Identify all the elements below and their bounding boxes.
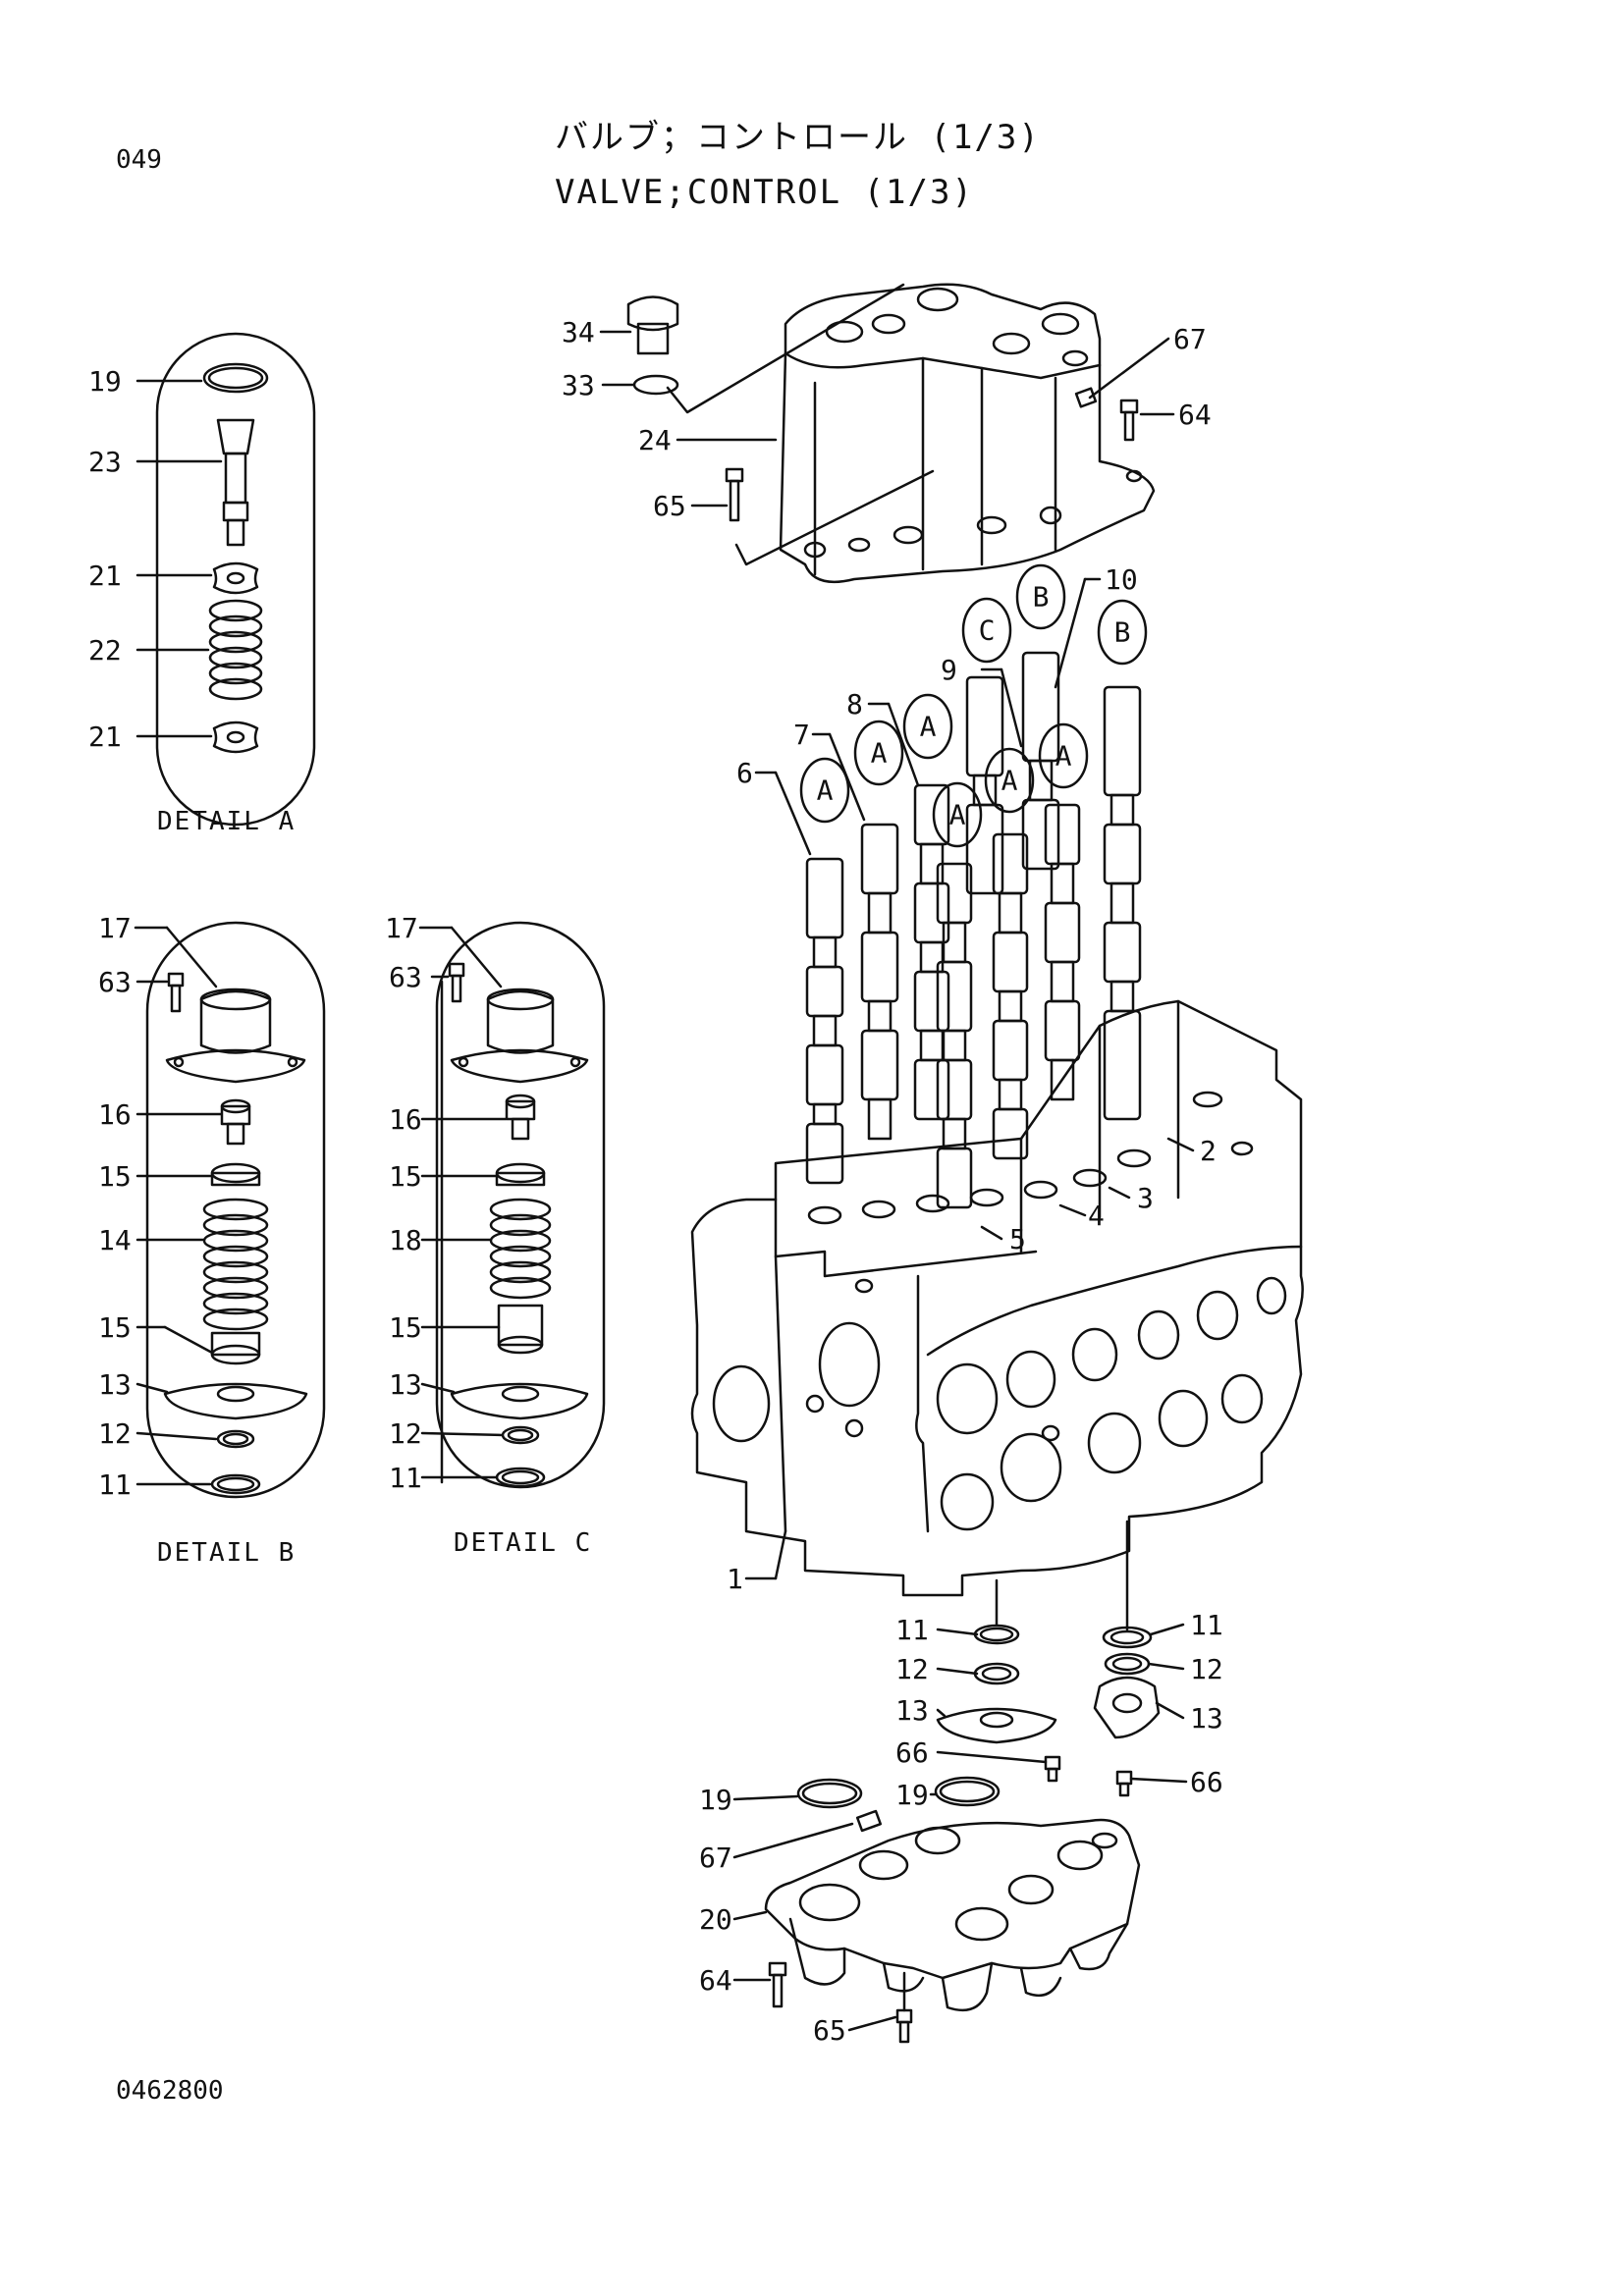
callout-8: 8 <box>846 688 863 721</box>
callout-17: 17 <box>98 912 132 944</box>
callout-21: 21 <box>88 721 122 753</box>
callout-21: 21 <box>88 560 122 592</box>
callout-4: 4 <box>1088 1200 1105 1232</box>
callout-12: 12 <box>895 1653 929 1685</box>
callout-2: 2 <box>1200 1135 1217 1167</box>
callout-64: 64 <box>699 1964 732 1997</box>
callout-24: 24 <box>638 424 672 456</box>
bubble-label: A <box>817 774 834 807</box>
callout-20: 20 <box>699 1903 732 1936</box>
callout-11: 11 <box>98 1468 132 1501</box>
callout-64: 64 <box>1178 399 1212 431</box>
callout-11: 11 <box>895 1614 929 1646</box>
callout-23: 23 <box>88 446 122 478</box>
callout-12: 12 <box>389 1417 422 1450</box>
bubble-label: A <box>1001 765 1018 797</box>
callout-12: 12 <box>98 1417 132 1450</box>
spool-assembly <box>754 577 1142 1209</box>
page-number: 049 <box>116 145 162 175</box>
detail-c <box>418 921 606 1489</box>
callout-15: 15 <box>98 1311 132 1344</box>
callout-15: 15 <box>389 1160 422 1193</box>
reference-bubbles <box>799 563 1148 848</box>
bubble-label: A <box>920 711 937 743</box>
upper-cover-assembly <box>599 283 1175 584</box>
callout-33: 33 <box>562 369 595 401</box>
callout-14: 14 <box>98 1224 132 1256</box>
callout-1: 1 <box>727 1563 743 1595</box>
title-english: VALVE;CONTROL (1/3) <box>555 173 974 212</box>
callout-19: 19 <box>88 365 122 398</box>
callout-22: 22 <box>88 634 122 667</box>
callout-12: 12 <box>1190 1653 1223 1685</box>
callout-17: 17 <box>385 912 418 944</box>
callout-10: 10 <box>1105 563 1138 596</box>
callout-65: 65 <box>813 2014 846 2047</box>
callout-13: 13 <box>98 1368 132 1401</box>
lower-parts <box>732 1520 1188 2044</box>
callout-11: 11 <box>1190 1609 1223 1641</box>
callout-66: 66 <box>895 1736 929 1769</box>
main-valve-body <box>690 999 1304 1597</box>
drawing-number: 0462800 <box>116 2076 224 2106</box>
callout-65: 65 <box>653 490 686 522</box>
detail-b <box>134 921 326 1499</box>
title-japanese: バルブ；コントロール (1/3) <box>555 118 1041 157</box>
callout-16: 16 <box>98 1098 132 1131</box>
callout-13: 13 <box>1190 1702 1223 1735</box>
callout-63: 63 <box>389 961 422 993</box>
callout-63: 63 <box>98 966 132 998</box>
callout-15: 15 <box>98 1160 132 1193</box>
callout-13: 13 <box>389 1368 422 1401</box>
callout-34: 34 <box>562 316 595 348</box>
callout-labels: 19 23 21 22 21 17 63 16 15 14 15 13 12 1… <box>88 316 1223 2047</box>
bubble-label: A <box>871 737 888 770</box>
callout-11: 11 <box>389 1462 422 1494</box>
detail-c-caption: DETAIL C <box>454 1528 592 1558</box>
callout-6: 6 <box>736 757 753 789</box>
callout-66: 66 <box>1190 1766 1223 1798</box>
callout-3: 3 <box>1137 1182 1154 1214</box>
callout-67: 67 <box>1173 323 1207 355</box>
callout-9: 9 <box>941 654 957 686</box>
callout-67: 67 <box>699 1842 732 1874</box>
callout-19: 19 <box>895 1779 929 1811</box>
callout-16: 16 <box>389 1103 422 1136</box>
detail-b-caption: DETAIL B <box>157 1538 296 1568</box>
detail-a-caption: DETAIL A <box>157 807 296 836</box>
callout-5: 5 <box>1009 1223 1026 1255</box>
callout-7: 7 <box>793 719 810 751</box>
bubble-label: A <box>949 799 966 831</box>
bubble-label: C <box>979 614 996 647</box>
callout-19: 19 <box>699 1784 732 1816</box>
bubble-label: B <box>1114 616 1131 649</box>
callout-13: 13 <box>895 1694 929 1727</box>
callout-15: 15 <box>389 1311 422 1344</box>
callout-18: 18 <box>389 1224 422 1256</box>
bubble-label: B <box>1033 581 1050 614</box>
detail-a <box>135 332 316 827</box>
bubble-label: A <box>1055 740 1072 773</box>
